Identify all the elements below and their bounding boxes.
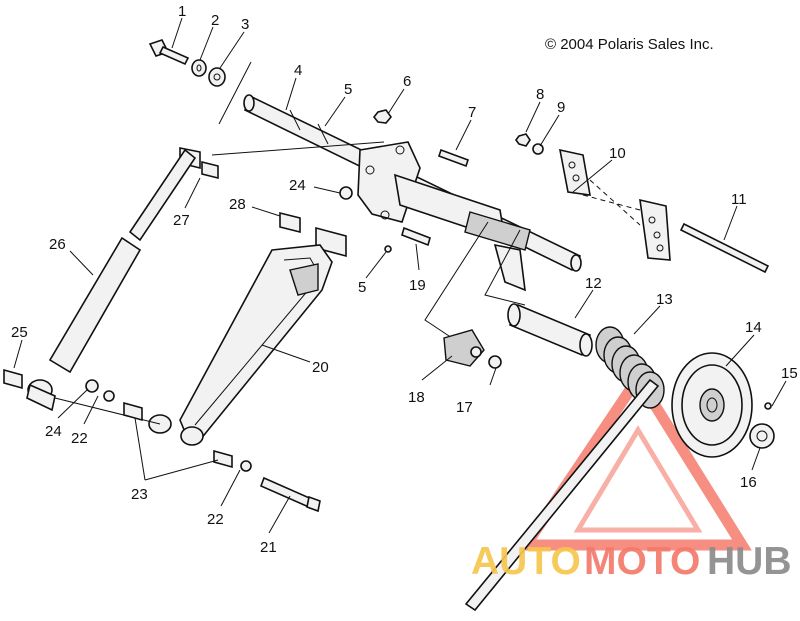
part-bolt-21 [259, 476, 316, 510]
watermark-wordmark: AUTO MOTO HUB [471, 540, 792, 583]
copyright-notice: © 2004 Polaris Sales Inc. [545, 36, 714, 53]
callout-15: 15 [781, 365, 798, 382]
part-bushing-23b [213, 449, 233, 469]
callout-22-left: 22 [71, 430, 88, 447]
part-side-plate-10 [558, 148, 671, 261]
part-shock-absorber-26 [26, 148, 197, 412]
callout-labels: 1 2 3 4 5 6 7 8 9 10 11 12 13 14 15 16 1… [11, 3, 798, 556]
callout-20: 20 [312, 359, 329, 376]
part-axle-rod [464, 378, 660, 612]
callout-3: 3 [241, 16, 249, 33]
part-bushing-28 [279, 211, 301, 234]
callout-7: 7 [468, 104, 476, 121]
watermark-part-auto: AUTO [471, 540, 581, 583]
callout-22-lower: 22 [207, 511, 224, 528]
callout-4: 4 [294, 62, 302, 79]
callout-13: 13 [656, 291, 673, 308]
watermark-triangle [515, 367, 752, 551]
part-washer-22-lower [240, 460, 252, 472]
part-ring-15 [764, 402, 772, 410]
watermark-logo [515, 367, 752, 551]
part-spacer-24-upper [339, 186, 353, 200]
callout-9: 9 [557, 99, 565, 116]
callout-21: 21 [260, 539, 277, 556]
callout-28: 28 [229, 196, 246, 213]
leader-lines [13, 17, 787, 534]
part-washer-9 [532, 143, 544, 155]
callout-12: 12 [585, 275, 602, 292]
callout-27: 27 [173, 212, 190, 229]
callout-24-left: 24 [45, 423, 62, 440]
part-a-arm-20 [148, 244, 333, 446]
part-bushing-23a [123, 401, 143, 422]
part-bolt-19 [401, 226, 431, 247]
part-washer-24 [85, 379, 99, 393]
callout-10: 10 [609, 145, 626, 162]
callout-23: 23 [131, 486, 148, 503]
callout-5-lower: 5 [358, 279, 366, 296]
part-cap-16 [749, 423, 775, 449]
part-washer-22-left [103, 390, 115, 402]
part-washer-3 [208, 67, 226, 87]
part-nut-8 [515, 133, 531, 147]
part-bolt-7 [437, 148, 470, 168]
part-spacer-tube-12 [507, 303, 593, 357]
callout-26: 26 [49, 236, 66, 253]
part-washer-2 [191, 59, 207, 77]
part-nut-6 [372, 109, 393, 124]
part-idler-18 [443, 329, 485, 367]
callout-5-upper: 5 [344, 81, 352, 98]
part-bushing-25 [3, 368, 23, 390]
callout-24-upper: 24 [289, 177, 306, 194]
part-bolt-1 [148, 39, 190, 66]
part-idler-wheel-14 [671, 352, 753, 458]
callout-6: 6 [403, 73, 411, 90]
part-bushing-27 [201, 160, 219, 180]
part-washer-17 [488, 355, 502, 369]
watermark-part-hub: HUB [707, 540, 792, 583]
part-bracket [357, 141, 531, 292]
part-long-bolt-11 [679, 222, 770, 274]
callout-25: 25 [11, 324, 28, 341]
callout-17: 17 [456, 399, 473, 416]
callout-11: 11 [731, 191, 747, 208]
callout-16: 16 [740, 474, 757, 491]
callout-8: 8 [536, 86, 544, 103]
callout-1: 1 [178, 3, 186, 20]
callout-14: 14 [745, 319, 762, 336]
callout-19: 19 [409, 277, 426, 294]
part-pin-5 [384, 245, 392, 253]
callout-18: 18 [408, 389, 425, 406]
callout-2: 2 [211, 12, 219, 29]
watermark-part-moto: MOTO [584, 540, 700, 583]
